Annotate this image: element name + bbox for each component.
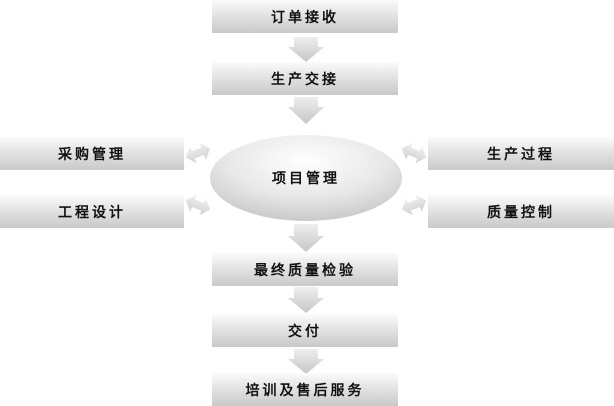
production-handover-box: 生产交接: [212, 62, 398, 95]
training-service-box: 培训及售后服务: [212, 373, 398, 406]
production-process-box: 生产过程: [428, 137, 614, 170]
project-management-node: 项目管理: [210, 135, 402, 221]
final-inspection-label: 最终质量检验: [254, 262, 356, 279]
double-arrow-procurement: [185, 142, 211, 164]
double-arrow-production-process: [401, 142, 427, 164]
quality-control-box: 质量控制: [428, 195, 614, 228]
quality-control-label: 质量控制: [487, 204, 555, 221]
double-arrow-quality-control: [401, 194, 427, 216]
order-receipt-box: 订单接收: [212, 0, 398, 33]
delivery-label: 交付: [288, 323, 322, 340]
production-handover-label: 生产交接: [271, 71, 339, 88]
order-receipt-label: 订单接收: [271, 9, 339, 26]
final-inspection-box: 最终质量检验: [212, 253, 398, 286]
engineering-design-box: 工程设计: [0, 195, 184, 228]
arrow-down-handover-to-project: [288, 97, 324, 124]
arrow-down-order-to-handover: [288, 37, 324, 62]
arrow-down-inspection-to-delivery: [288, 287, 324, 313]
project-management-ellipse: [210, 135, 402, 221]
procurement-box: 采购管理: [0, 137, 184, 170]
production-process-label: 生产过程: [487, 146, 555, 163]
arrow-down-project-to-inspection: [288, 224, 324, 252]
engineering-design-label: 工程设计: [58, 204, 126, 221]
delivery-box: 交付: [212, 314, 398, 347]
project-management-label: 项目管理: [272, 171, 340, 187]
double-arrow-engineering: [185, 194, 211, 216]
arrow-down-delivery-to-service: [288, 349, 324, 374]
training-service-label: 培训及售后服务: [245, 382, 365, 399]
procurement-label: 采购管理: [58, 146, 126, 163]
